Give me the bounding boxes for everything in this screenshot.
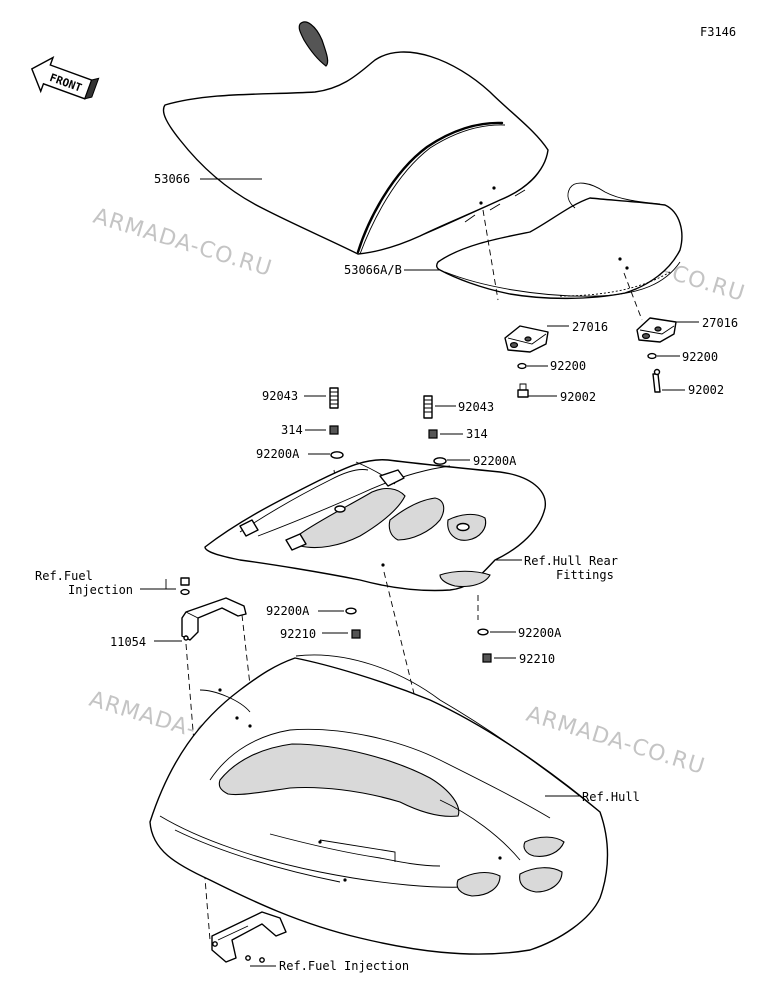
label-nut-left: 314: [281, 423, 303, 437]
fuel-injection-bottom-bracket: [211, 911, 287, 963]
front-seat: [162, 21, 549, 255]
nut-left: [329, 425, 339, 435]
label-fuel-injection-top-1: Ref.Fuel: [35, 569, 93, 583]
label-washer-a-lower-left: 92200A: [266, 604, 310, 618]
label-seat-front: 53066: [154, 172, 190, 186]
label-stud-right: 92043: [458, 400, 494, 414]
label-washer-a-right: 92200A: [473, 454, 517, 468]
washer-a-lower-right: [477, 628, 489, 636]
bolt-rear-right: [652, 368, 661, 393]
nut-right: [428, 429, 438, 439]
label-stopper-left: 27016: [572, 320, 608, 334]
watermark-1: ARMADA-CO.RU: [90, 204, 275, 282]
washer-a-left: [330, 451, 344, 459]
rear-seat: [436, 182, 683, 300]
watermark-4: ARMADA-CO.RU: [523, 702, 708, 780]
front-arrow-icon: FRONT: [30, 55, 100, 100]
nut-lower-left: [351, 629, 361, 639]
stud-left: [329, 387, 339, 409]
label-bolt-rear-right: 92002: [688, 383, 724, 397]
label-washer-rear-right: 92200: [682, 350, 718, 364]
label-stud-left: 92043: [262, 389, 298, 403]
stud-right: [423, 395, 433, 419]
label-washer-rear-left: 92200: [550, 359, 586, 373]
label-bolt-rear-left: 92002: [560, 390, 596, 404]
label-seat-rear: 53066A/B: [344, 263, 402, 277]
bolt-rear-left: [517, 383, 529, 398]
nut-lower-right: [482, 653, 492, 663]
stopper-left: [504, 325, 549, 353]
label-nut-lower-right: 92210: [519, 652, 555, 666]
figure-code: F3146: [700, 25, 736, 39]
label-washer-a-left: 92200A: [256, 447, 300, 461]
label-stopper-right: 27016: [702, 316, 738, 330]
hull: [149, 654, 609, 955]
washer-rear-left: [517, 362, 527, 370]
label-nut-lower-left: 92210: [280, 627, 316, 641]
hull-rear-fittings: [204, 459, 546, 592]
washer-a-right: [433, 457, 447, 465]
label-hull: Ref.Hull: [582, 790, 640, 804]
label-washer-a-lower-right: 92200A: [518, 626, 562, 640]
label-hull-rear-fittings-2: Fittings: [556, 568, 614, 582]
washer-a-lower-left: [345, 607, 357, 615]
label-hull-rear-fittings-1: Ref.Hull Rear: [524, 554, 618, 568]
label-fuel-injection-top-2: Injection: [68, 583, 133, 597]
fuel-injection-top-bolt: [180, 577, 190, 596]
label-nut-right: 314: [466, 427, 488, 441]
label-bracket: 11054: [110, 635, 146, 649]
label-fuel-injection-bottom: Ref.Fuel Injection: [279, 959, 409, 973]
bracket: [181, 597, 247, 641]
stopper-right: [636, 317, 677, 343]
washer-rear-right: [647, 352, 657, 360]
